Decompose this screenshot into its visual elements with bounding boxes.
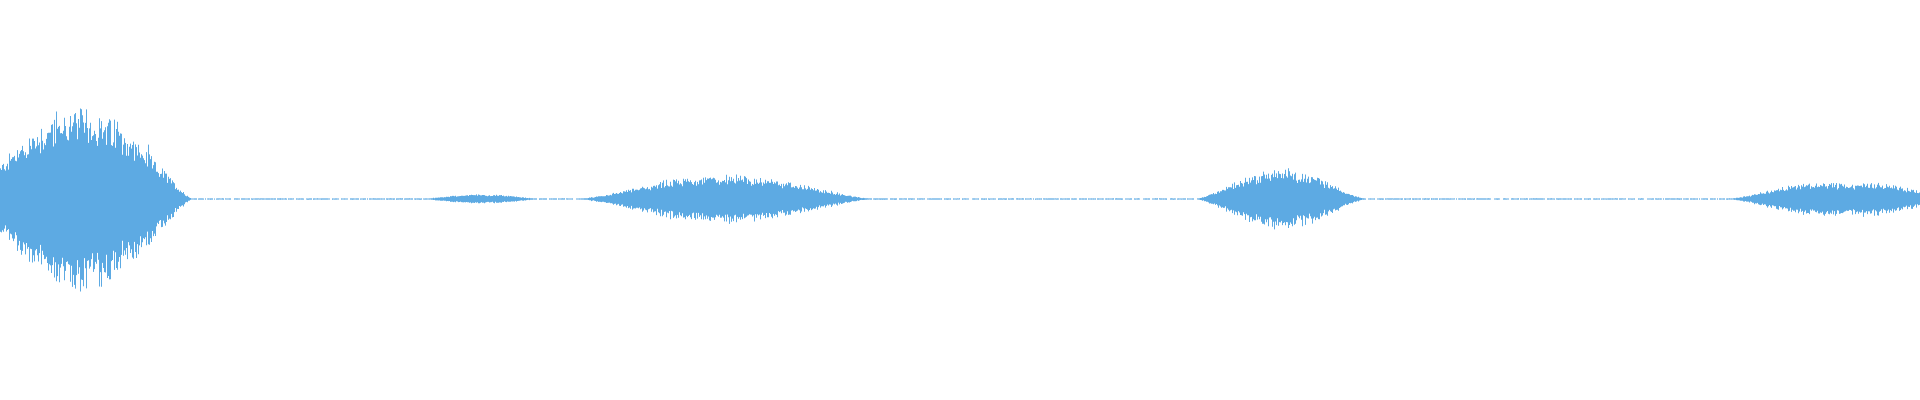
waveform-path: [0, 108, 1920, 292]
waveform-bars: [0, 108, 1920, 292]
